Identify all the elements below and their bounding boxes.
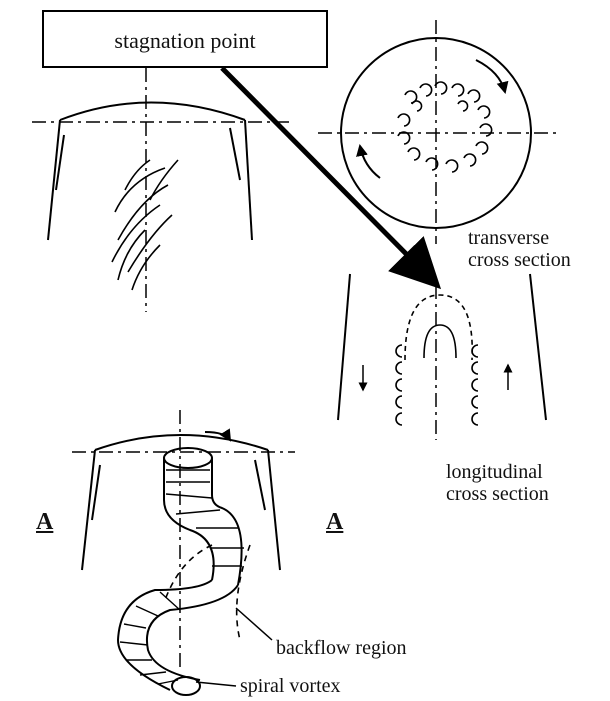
- transverse-label-line2: cross section: [468, 248, 571, 272]
- section-marker-left: A: [36, 510, 53, 534]
- draft-tube-lower: [72, 410, 295, 695]
- callout-arrow: [222, 68, 434, 282]
- draft-tube-upper-left: [32, 68, 290, 312]
- transverse-section-drawing: [318, 20, 558, 244]
- longitudinal-section-drawing: [338, 274, 546, 440]
- stagnation-point-callout: stagnation point: [42, 10, 328, 68]
- spiral-vortex-label: spiral vortex: [240, 674, 341, 698]
- backflow-region-label: backflow region: [276, 636, 407, 660]
- section-marker-right: A: [326, 510, 343, 534]
- longitudinal-label-line1: longitudinal: [446, 460, 543, 484]
- transverse-label-line1: transverse: [468, 226, 549, 250]
- longitudinal-label-line2: cross section: [446, 482, 549, 506]
